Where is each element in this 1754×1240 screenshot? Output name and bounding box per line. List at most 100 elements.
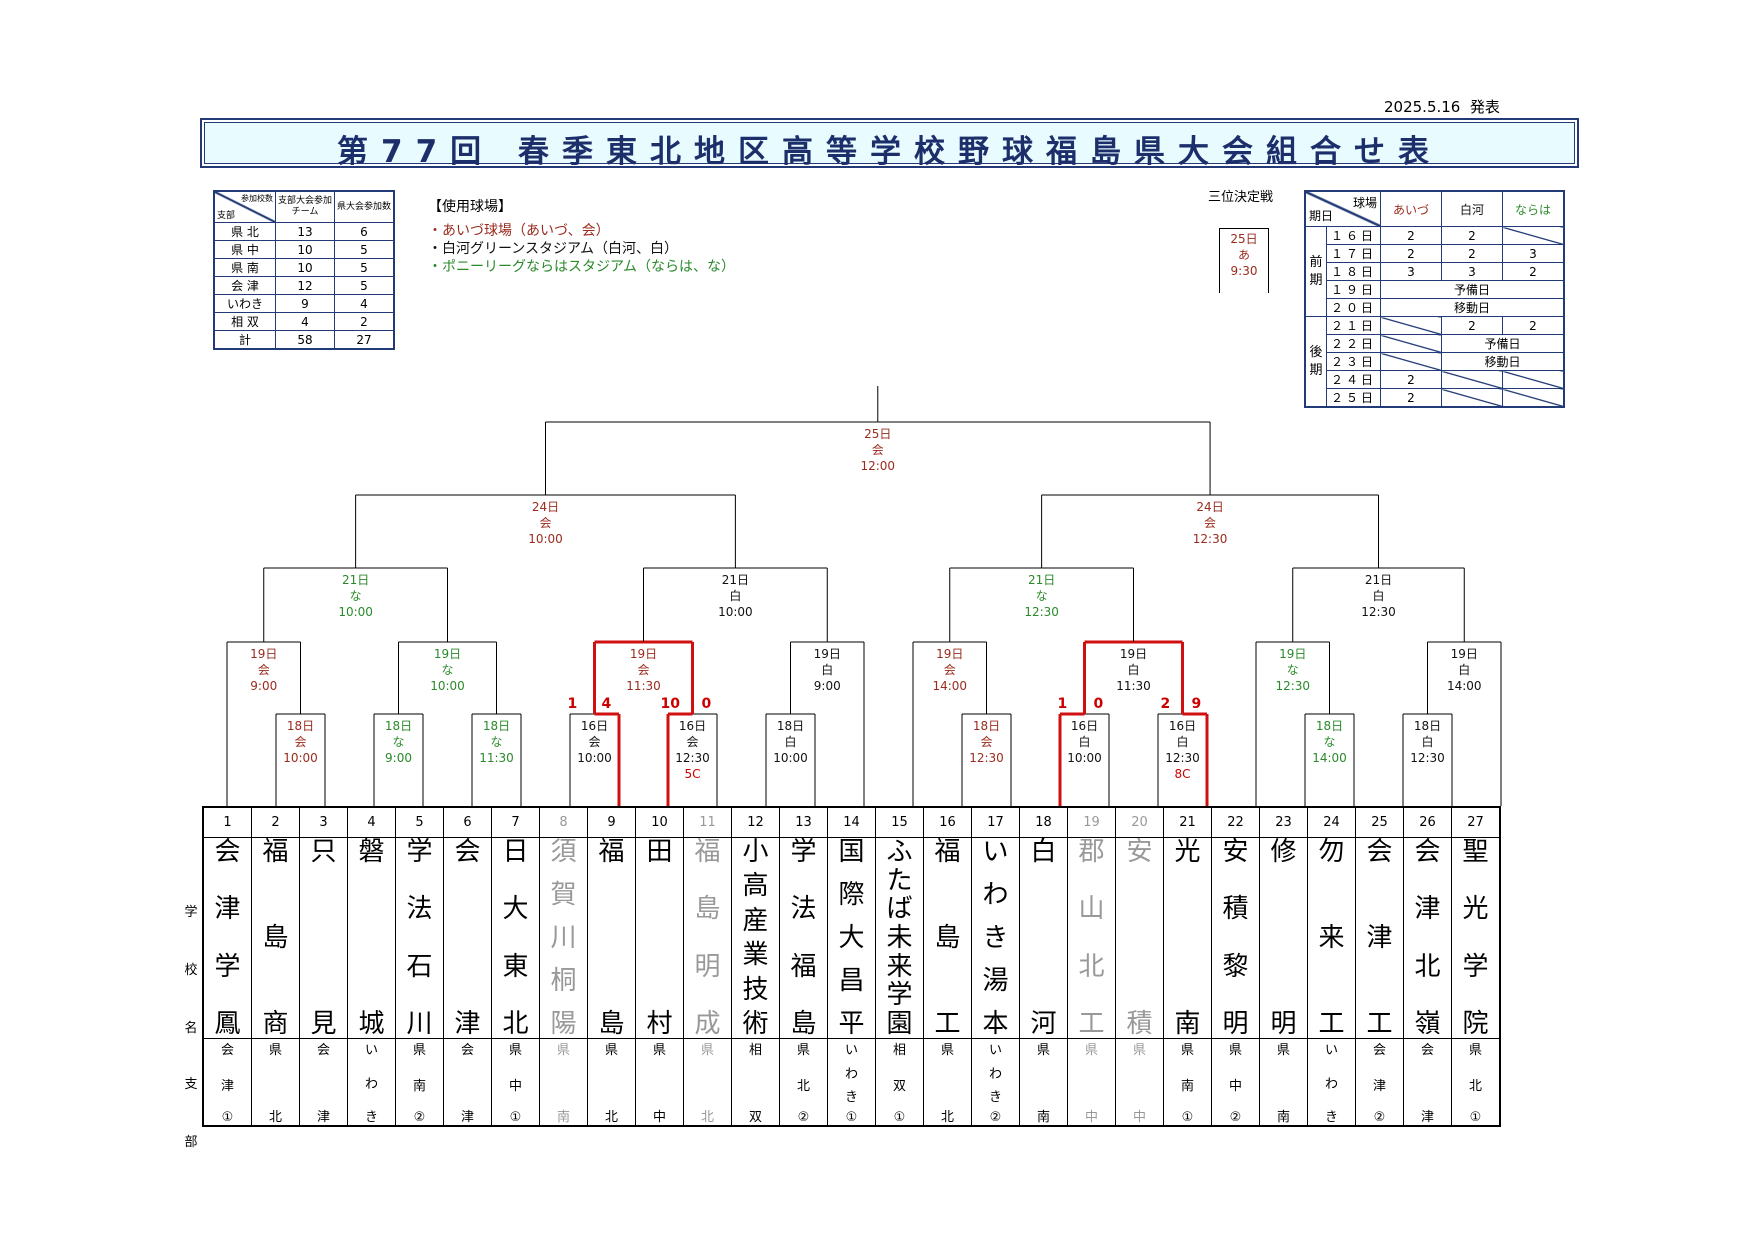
score: 2 <box>1160 696 1171 712</box>
branch-cell-teams: 13 <box>275 222 335 241</box>
score: 0 <box>1093 696 1104 712</box>
venue-cell-none <box>1380 316 1442 335</box>
page-title: 第77回 春季東北地区高等学校野球福島県大会組合せ表 <box>337 134 1442 170</box>
school-name: 聖光学院 <box>1451 837 1501 1039</box>
school-number: 1 <box>202 806 252 838</box>
school-branch: 県北 <box>923 1038 972 1127</box>
school-name: 只見 <box>299 837 348 1039</box>
school-name: 小高産業技術 <box>731 837 780 1039</box>
school-name: 須賀川桐陽 <box>539 837 588 1039</box>
school-branch: 県中 <box>1115 1038 1164 1127</box>
school-number: 10 <box>635 806 684 838</box>
branch-cell-teams: 4 <box>275 312 335 331</box>
branch-table-col2: 県大会参加数 <box>334 190 395 223</box>
venue-row: １９日予備日 <box>1305 280 1565 299</box>
score: 9 <box>1191 696 1202 712</box>
venue-cell-span: 予備日 <box>1380 280 1565 299</box>
school-name: 福島商 <box>251 837 300 1039</box>
school-number: 13 <box>779 806 828 838</box>
venue-day: ２４日 <box>1326 370 1381 389</box>
venue-header-naraha: ならは <box>1502 190 1565 227</box>
school-name: 会津工 <box>1355 837 1404 1039</box>
score: 10 <box>660 696 680 712</box>
school-number: 8 <box>539 806 588 838</box>
school-name: 田村 <box>635 837 684 1039</box>
branch-table-corner: 参加校数 支部 <box>213 190 276 223</box>
venue-header-shirakawa: 白河 <box>1441 190 1503 227</box>
school-name: 会津北嶺 <box>1403 837 1452 1039</box>
school-number: 24 <box>1307 806 1356 838</box>
school-number: 19 <box>1067 806 1116 838</box>
school-number: 27 <box>1451 806 1501 838</box>
score: 1 <box>1057 696 1068 712</box>
venue-row: ２２日予備日 <box>1305 334 1565 353</box>
school-number: 12 <box>731 806 780 838</box>
school-name: 光南 <box>1163 837 1212 1039</box>
venue-day: １８日 <box>1326 262 1381 281</box>
school-name: 修明 <box>1259 837 1308 1039</box>
school-branch: 県中 <box>1067 1038 1116 1127</box>
school-number: 21 <box>1163 806 1212 838</box>
venue-cell-span: 移動日 <box>1441 352 1565 371</box>
school-number: 4 <box>347 806 396 838</box>
venue-day: １９日 <box>1326 280 1381 299</box>
school-name: 勿来工 <box>1307 837 1356 1039</box>
branch-cell-branch: 県 南 <box>213 258 276 277</box>
branch-table-col1: 支部大会参加チーム <box>275 190 335 223</box>
school-name: 学法福島 <box>779 837 828 1039</box>
school-number: 6 <box>443 806 492 838</box>
school-number: 23 <box>1259 806 1308 838</box>
school-number: 3 <box>299 806 348 838</box>
school-name: 白河 <box>1019 837 1068 1039</box>
venue-day: ２１日 <box>1326 316 1381 335</box>
school-name: 磐城 <box>347 837 396 1039</box>
school-name: 福島 <box>587 837 636 1039</box>
school-name: 郡山北工 <box>1067 837 1116 1039</box>
score: 1 <box>567 696 578 712</box>
venue-cell-none <box>1441 370 1503 389</box>
school-name: 国際大昌平 <box>827 837 876 1039</box>
school-branch: いわき <box>1307 1038 1356 1127</box>
school-number: 5 <box>395 806 444 838</box>
school-name: 安積 <box>1115 837 1164 1039</box>
school-branch: 県南 <box>1259 1038 1308 1127</box>
school-branch: 相双 <box>731 1038 780 1127</box>
branch-cell-branch: 相 双 <box>213 312 276 331</box>
